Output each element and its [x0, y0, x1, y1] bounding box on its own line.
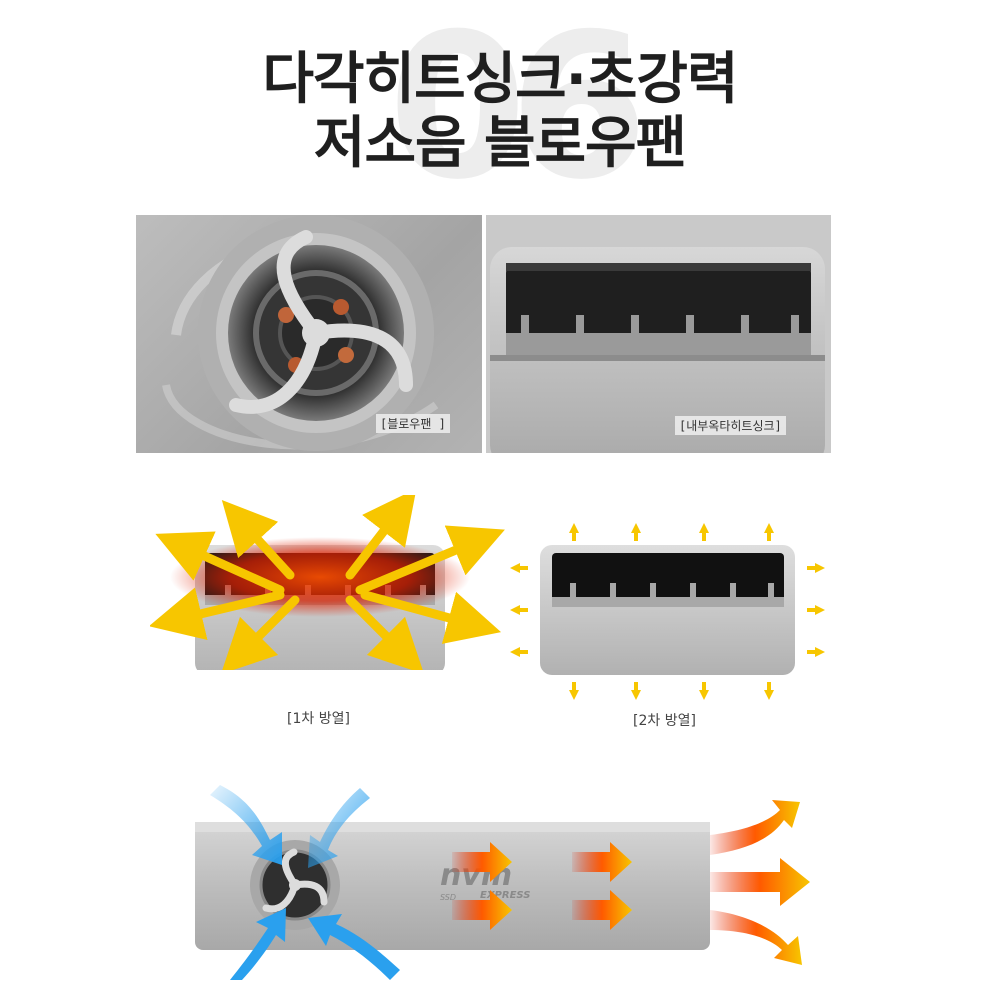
product-airflow-diagram: nvm EXPRESS SSD	[190, 780, 820, 984]
heatsink-illustration	[490, 247, 825, 453]
blower-fan-illustration	[162, 215, 439, 451]
background-number: 06	[388, 0, 648, 224]
heatsink-label: [내부옥타히트싱크]	[675, 416, 786, 435]
blower-fan-label: [블로우팬 ]	[376, 414, 450, 433]
blower-fan-photo	[136, 215, 482, 453]
product-logo-prefix: SSD	[440, 893, 456, 902]
page-title-line-1: 다각히트싱크·초강력	[262, 47, 739, 112]
first-dissipation-diagram	[148, 488, 510, 675]
second-dissipation-caption: [2차 방열]	[633, 713, 696, 729]
first-dissipation-caption: [1차 방열]	[287, 711, 350, 727]
second-dissipation-diagram	[510, 515, 830, 714]
page-title-line-2: 저소음 블로우팬	[313, 111, 687, 176]
heatsink-photo	[486, 215, 831, 453]
product-logo-sub: EXPRESS	[480, 890, 530, 901]
